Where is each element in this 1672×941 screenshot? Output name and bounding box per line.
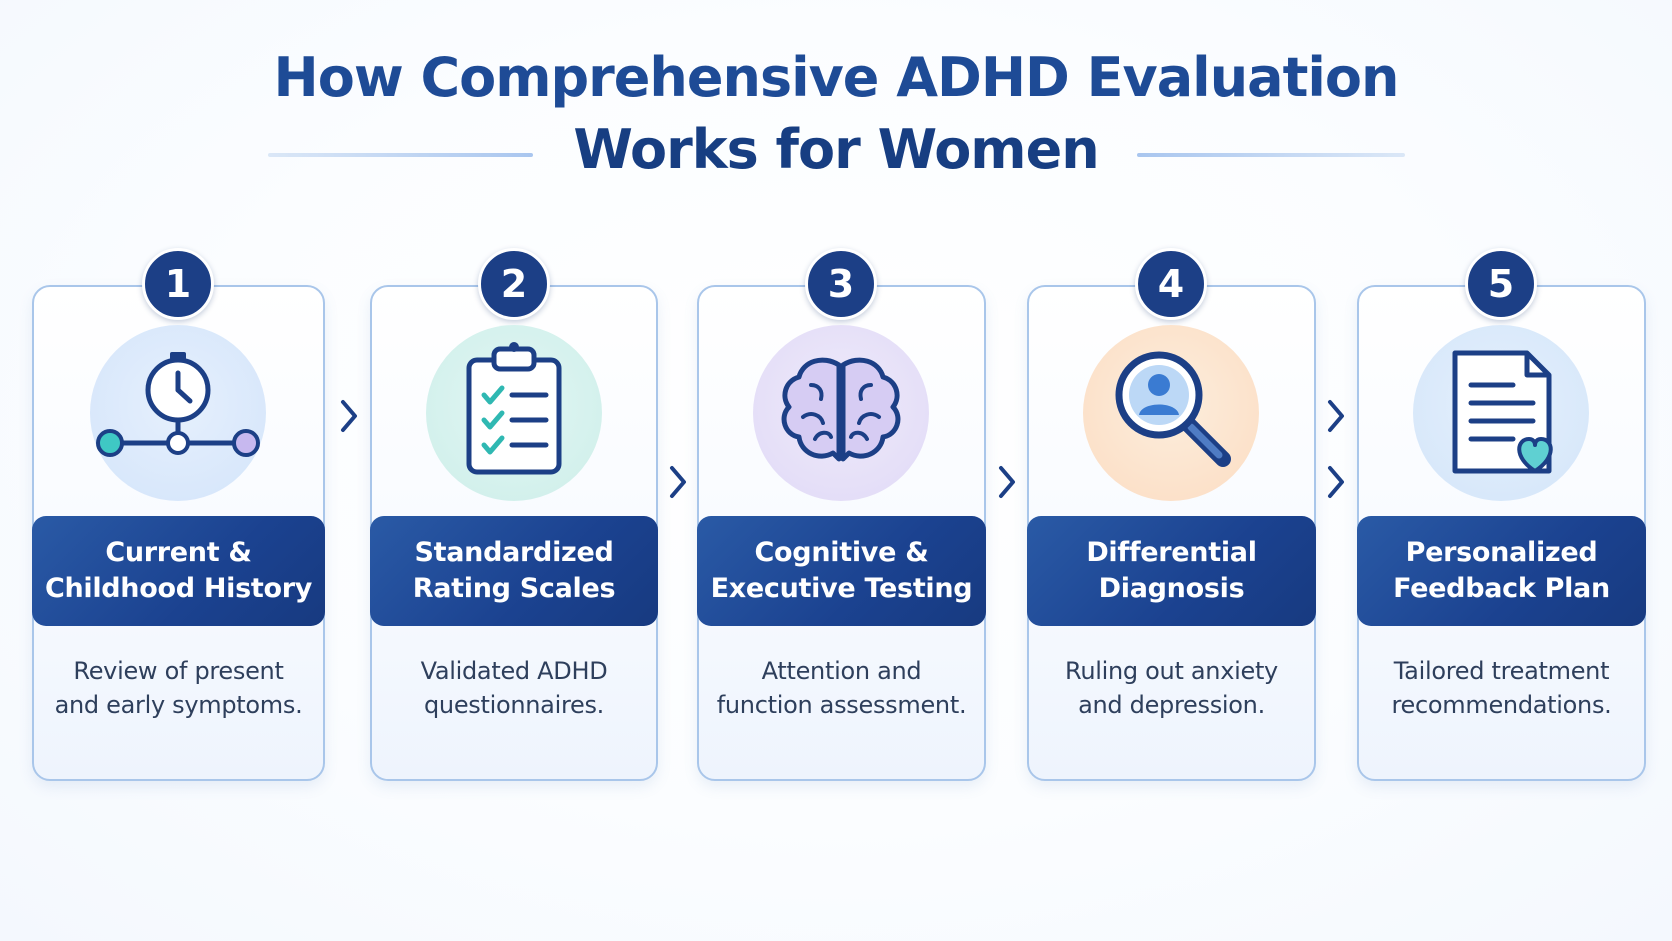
step-title-line-2: Rating Scales [412, 573, 616, 604]
page-title-line-2: Works for Women [573, 118, 1099, 181]
step-title-banner-3: Cognitive & Executive Testing [697, 516, 986, 626]
step-number-badge-4: 4 [1135, 248, 1207, 320]
step-title-banner-1: Current & Childhood History [32, 516, 325, 626]
step-description-line-2: and early symptoms. [54, 691, 303, 719]
chevron-right-icon [1322, 396, 1350, 436]
step-description-5: Tailored treatment recommendations. [1357, 654, 1646, 722]
step-title-banner-5: Personalized Feedback Plan [1357, 516, 1646, 626]
step-description-3: Attention and function assessment. [697, 654, 986, 722]
step-title-line-1: Standardized [414, 537, 614, 568]
step-title-banner-2: Standardized Rating Scales [370, 516, 658, 626]
step-description-line-1: Tailored treatment [1393, 657, 1610, 685]
clock-timeline-icon [90, 325, 266, 501]
clipboard-checklist-icon [426, 325, 602, 501]
step-title-line-1: Differential [1086, 537, 1257, 568]
step-description-2: Validated ADHD questionnaires. [370, 654, 658, 722]
step-description-line-2: recommendations. [1391, 691, 1612, 719]
chevron-right-icon [335, 396, 363, 436]
step-number-badge-3: 3 [805, 248, 877, 320]
title-divider-right [1137, 153, 1405, 157]
document-heart-icon [1413, 325, 1589, 501]
step-title-line-2: Childhood History [44, 573, 313, 604]
step-number-badge-1: 1 [142, 248, 214, 320]
step-title-line-1: Cognitive & [754, 537, 929, 568]
step-title-line-2: Feedback Plan [1393, 573, 1610, 604]
step-description-line-1: Validated ADHD [420, 657, 608, 685]
chevron-right-icon [993, 462, 1021, 502]
step-description-line-1: Ruling out anxiety [1065, 657, 1278, 685]
step-title-banner-4: Differential Diagnosis [1027, 516, 1316, 626]
step-description-line-1: Review of present [73, 657, 284, 685]
step-number-badge-5: 5 [1465, 248, 1537, 320]
step-number-badge-2: 2 [478, 248, 550, 320]
step-description-line-2: and depression. [1078, 691, 1265, 719]
step-description-line-1: Attention and [761, 657, 922, 685]
step-title-line-1: Personalized [1405, 537, 1598, 568]
page-title: How Comprehensive ADHD Evaluation [273, 46, 1400, 109]
step-description-1: Review of present and early symptoms. [32, 654, 325, 722]
step-description-line-2: questionnaires. [423, 691, 604, 719]
step-description-line-2: function assessment. [716, 691, 967, 719]
step-title-line-2: Diagnosis [1098, 573, 1245, 604]
chevron-right-icon [664, 462, 692, 502]
chevron-right-icon [1322, 462, 1350, 502]
magnifier-person-icon [1083, 325, 1259, 501]
brain-icon [753, 325, 929, 501]
step-title-line-2: Executive Testing [710, 573, 973, 604]
step-title-line-1: Current & [105, 537, 252, 568]
step-description-4: Ruling out anxiety and depression. [1027, 654, 1316, 722]
title-divider-left [268, 153, 533, 157]
